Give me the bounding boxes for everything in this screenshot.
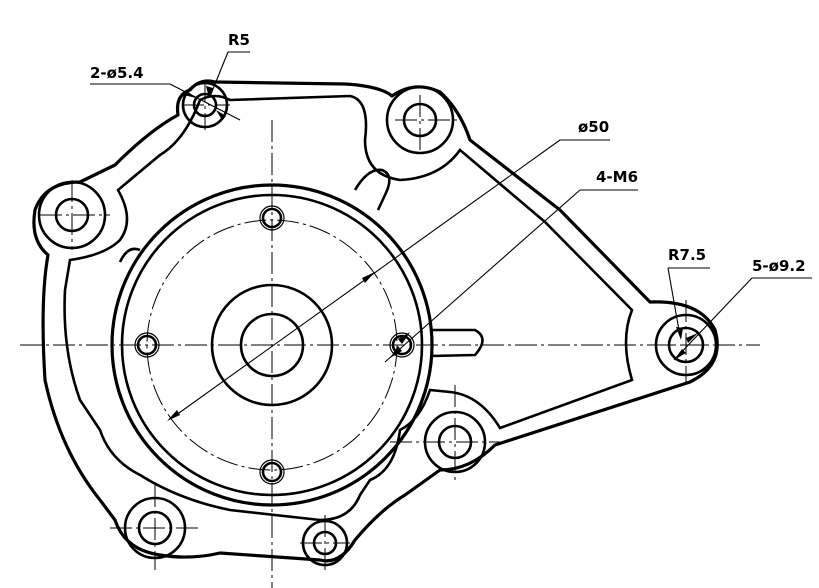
mounting-holes <box>37 81 718 567</box>
housing-inner-outline <box>63 94 634 522</box>
dimension-threaded-holes: 4-M6 <box>384 168 638 363</box>
main-flange <box>110 183 434 507</box>
dimension-pitch-diameter: ø50 <box>167 118 610 421</box>
housing-outline <box>32 79 719 563</box>
label-threaded-holes: 4-M6 <box>596 168 638 186</box>
label-pitch-diameter: ø50 <box>578 118 609 136</box>
label-radius-large: R7.5 <box>668 246 706 264</box>
rib-right <box>429 328 484 358</box>
label-radius-small: R5 <box>228 31 250 49</box>
threaded-holes <box>134 205 415 485</box>
label-hole-small: 2-ø5.4 <box>90 64 144 82</box>
label-hole-large: 5-ø9.2 <box>752 257 806 275</box>
rib-top <box>353 168 391 211</box>
dimension-radius-small: R5 <box>206 31 250 98</box>
dimension-radius-large: R7.5 <box>667 246 710 340</box>
dimension-hole-large: 5-ø9.2 <box>673 257 812 361</box>
dimension-hole-small: 2-ø5.4 <box>90 64 241 121</box>
rib-left <box>118 247 141 263</box>
